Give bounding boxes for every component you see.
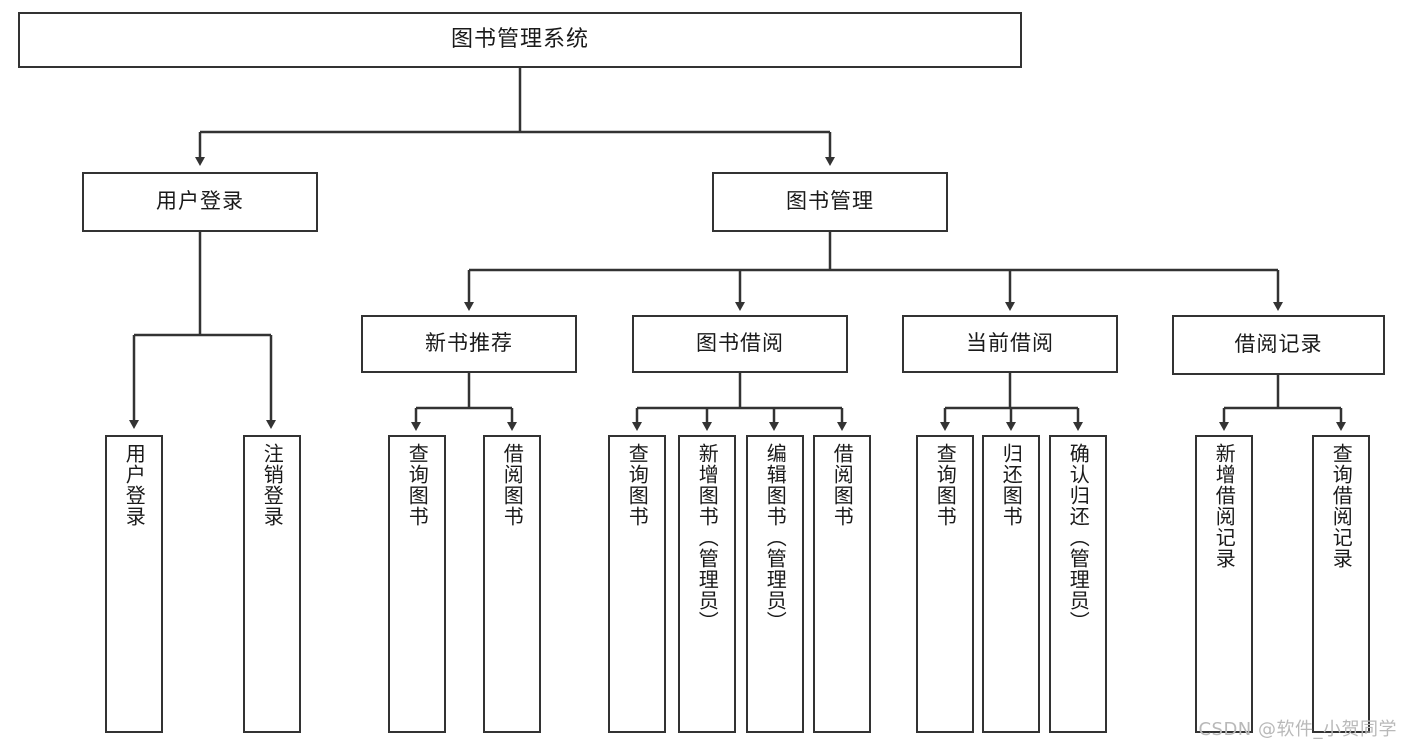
node-leaf-add-book[interactable]: 新增图书（管理员） (678, 435, 736, 733)
node-leaf-query-book-1-label: 查询图书 (405, 443, 430, 527)
node-book-borrow[interactable]: 图书借阅 (632, 315, 848, 373)
node-leaf-borrow-book-1-label: 借阅图书 (500, 443, 525, 527)
node-leaf-user-login[interactable]: 用户登录 (105, 435, 163, 733)
node-user-login[interactable]: 用户登录 (82, 172, 318, 232)
node-leaf-query-record[interactable]: 查询借阅记录 (1312, 435, 1370, 733)
csdn-watermark: CSDN @软件_小贺同学 (1198, 719, 1397, 740)
node-borrow-record[interactable]: 借阅记录 (1172, 315, 1385, 375)
node-leaf-query-book-2-label: 查询图书 (625, 443, 650, 527)
node-leaf-add-record-label: 新增借阅记录 (1212, 443, 1237, 569)
node-leaf-borrow-book-1[interactable]: 借阅图书 (483, 435, 541, 733)
node-leaf-logout[interactable]: 注销登录 (243, 435, 301, 733)
node-leaf-query-record-label: 查询借阅记录 (1329, 443, 1354, 569)
node-new-book-recommend[interactable]: 新书推荐 (361, 315, 577, 373)
node-leaf-borrow-book-2-label: 借阅图书 (830, 443, 855, 527)
node-leaf-borrow-book-2[interactable]: 借阅图书 (813, 435, 871, 733)
node-leaf-confirm-return-label: 确认归还（管理员） (1066, 443, 1091, 632)
node-leaf-edit-book[interactable]: 编辑图书（管理员） (746, 435, 804, 733)
node-leaf-edit-book-label: 编辑图书（管理员） (763, 443, 788, 632)
node-leaf-query-book-2[interactable]: 查询图书 (608, 435, 666, 733)
node-leaf-return-book[interactable]: 归还图书 (982, 435, 1040, 733)
node-leaf-query-book-3[interactable]: 查询图书 (916, 435, 974, 733)
node-current-borrow[interactable]: 当前借阅 (902, 315, 1118, 373)
node-leaf-add-record[interactable]: 新增借阅记录 (1195, 435, 1253, 733)
node-leaf-add-book-label: 新增图书（管理员） (695, 443, 720, 632)
node-leaf-logout-label: 注销登录 (260, 443, 285, 527)
node-leaf-query-book-1[interactable]: 查询图书 (388, 435, 446, 733)
node-book-manage[interactable]: 图书管理 (712, 172, 948, 232)
node-root-system[interactable]: 图书管理系统 (18, 12, 1022, 68)
node-leaf-user-login-label: 用户登录 (122, 443, 147, 527)
node-leaf-return-book-label: 归还图书 (999, 443, 1024, 527)
node-leaf-query-book-3-label: 查询图书 (933, 443, 958, 527)
node-leaf-confirm-return[interactable]: 确认归还（管理员） (1049, 435, 1107, 733)
